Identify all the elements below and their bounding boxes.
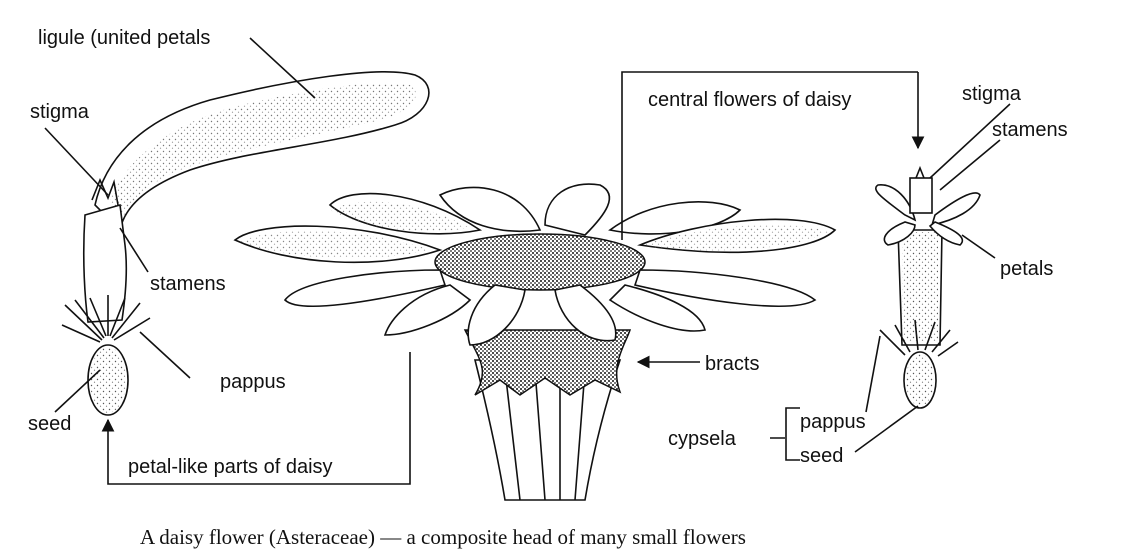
label-seed-left: seed [28, 413, 71, 435]
pappus-bristles-left [61, 295, 151, 343]
ray-floret-illustration [61, 71, 430, 416]
label-stamens-right: stamens [992, 119, 1068, 141]
label-stigma-right: stigma [962, 83, 1022, 105]
pappus-bristles-right [879, 319, 959, 357]
disc-floret-illustration [875, 165, 981, 409]
label-stamens-left: stamens [150, 273, 226, 295]
corolla-tube [82, 203, 128, 323]
figure-caption: A daisy flower (Asteraceae) — a composit… [140, 525, 746, 549]
leader-lines [44, 37, 1011, 485]
label-pappus-left: pappus [220, 371, 286, 393]
label-seed-right: seed [800, 445, 843, 467]
label-petals-right: petals [1000, 258, 1053, 280]
label-petal-like: petal-like parts of daisy [128, 456, 333, 478]
label-stigma-left: stigma [30, 101, 90, 123]
label-ligule: ligule (united petals [38, 27, 210, 49]
bracts-shape [463, 329, 632, 396]
daisy-head-illustration [233, 183, 837, 501]
anther-tube [909, 177, 933, 214]
label-cypsela: cypsela [668, 428, 737, 450]
label-bracts: bracts [705, 353, 759, 375]
label-central-flowers: central flowers of daisy [648, 89, 851, 111]
central-disc [434, 233, 646, 291]
cypsela-bracket [770, 407, 800, 461]
label-pappus-right: pappus [800, 411, 866, 433]
